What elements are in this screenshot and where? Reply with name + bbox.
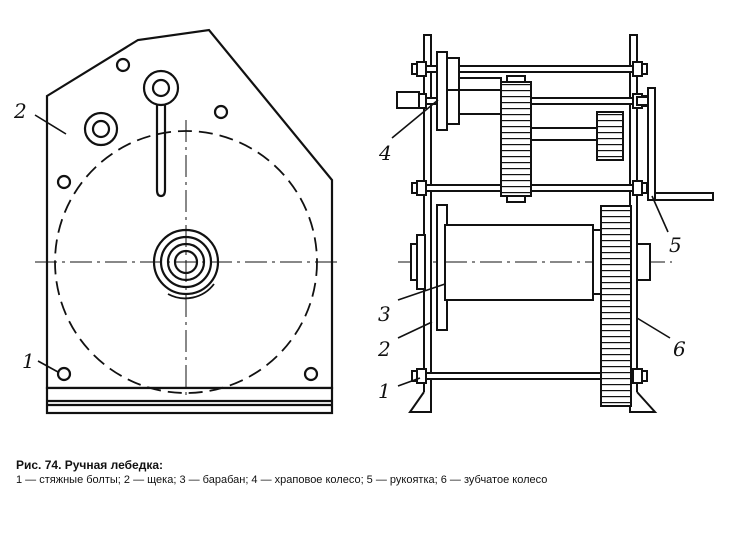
- ratchet-wheel: [437, 52, 501, 130]
- left-foot: [410, 392, 431, 412]
- side-view: [392, 35, 713, 412]
- handle-crank: [637, 88, 713, 200]
- winch-drawing: 2 1: [0, 0, 751, 430]
- cheek-plate: [47, 30, 332, 388]
- caption-legend: 1 — стяжные болты; 2 — щека; 3 — барабан…: [16, 473, 736, 488]
- label-cheek-front: 2: [13, 99, 27, 123]
- bolt-hole: [58, 368, 70, 380]
- label-handle: 5: [669, 233, 682, 257]
- left-side-plate: [424, 35, 431, 410]
- bolt-hole: [215, 106, 227, 118]
- pinion-bearing: [85, 113, 117, 145]
- label-bolt-front: 1: [22, 349, 35, 373]
- right-foot: [630, 392, 655, 412]
- drum: [411, 205, 593, 330]
- label-cheek-side: 2: [377, 337, 391, 361]
- bolt-hole: [305, 368, 317, 380]
- label-ratchet: 4: [378, 141, 392, 165]
- pinion-gear: [501, 76, 531, 202]
- label-drum: 3: [378, 302, 391, 326]
- figure-caption: Рис. 74. Ручная лебедка: 1 — стяжные бол…: [16, 458, 736, 488]
- label-gear: 6: [673, 337, 686, 361]
- intermediate-shaft: [531, 128, 597, 140]
- bolt-hole: [117, 59, 129, 71]
- input-shaft-end: [397, 92, 419, 108]
- label-bolt-side: 1: [378, 379, 391, 403]
- intermediate-gear: [597, 112, 623, 160]
- caption-title: Рис. 74. Ручная лебедка:: [16, 458, 736, 473]
- front-view: [35, 30, 342, 413]
- bolt-hole: [58, 176, 70, 188]
